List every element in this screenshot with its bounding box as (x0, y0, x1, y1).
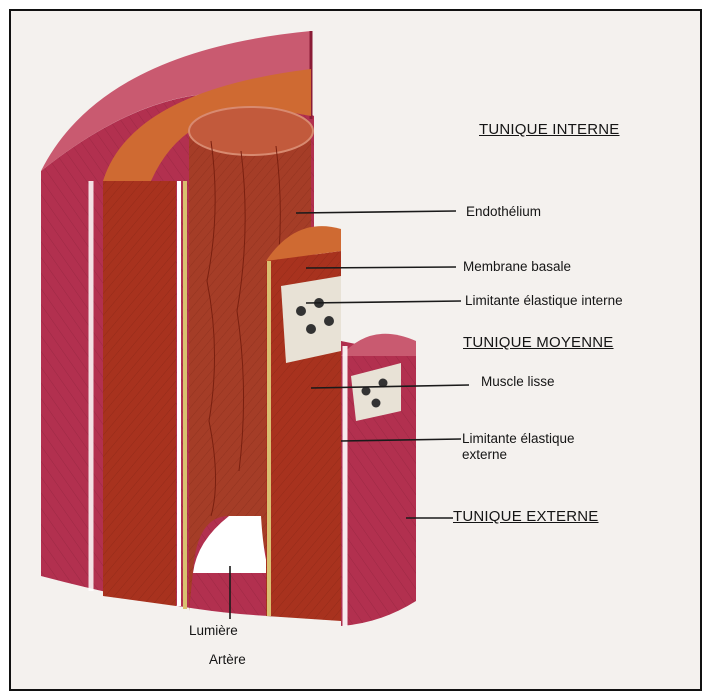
label-muscle-lisse: Muscle lisse (481, 374, 555, 390)
label-limitante-elastique-externe: Limitante élastique externe (462, 431, 575, 463)
tunique-externe-step (341, 334, 416, 626)
label-tunique-externe: TUNIQUE EXTERNE (453, 508, 599, 526)
label-artere: Artère (209, 652, 246, 668)
label-lumiere: Lumière (189, 623, 238, 639)
leader-endothelium (296, 211, 456, 213)
label-limitante-elastique-interne: Limitante élastique interne (465, 293, 623, 309)
label-membrane-basale: Membrane basale (463, 259, 571, 275)
tunique-moyenne-step (266, 226, 341, 621)
label-tunique-moyenne: TUNIQUE MOYENNE (463, 334, 614, 352)
figure-frame: TUNIQUE INTERNE Endothélium Membrane bas… (9, 9, 702, 691)
label-endothelium: Endothélium (466, 204, 541, 220)
label-tunique-interne: TUNIQUE INTERNE (479, 121, 620, 139)
leader-membrane-basale (306, 267, 456, 268)
